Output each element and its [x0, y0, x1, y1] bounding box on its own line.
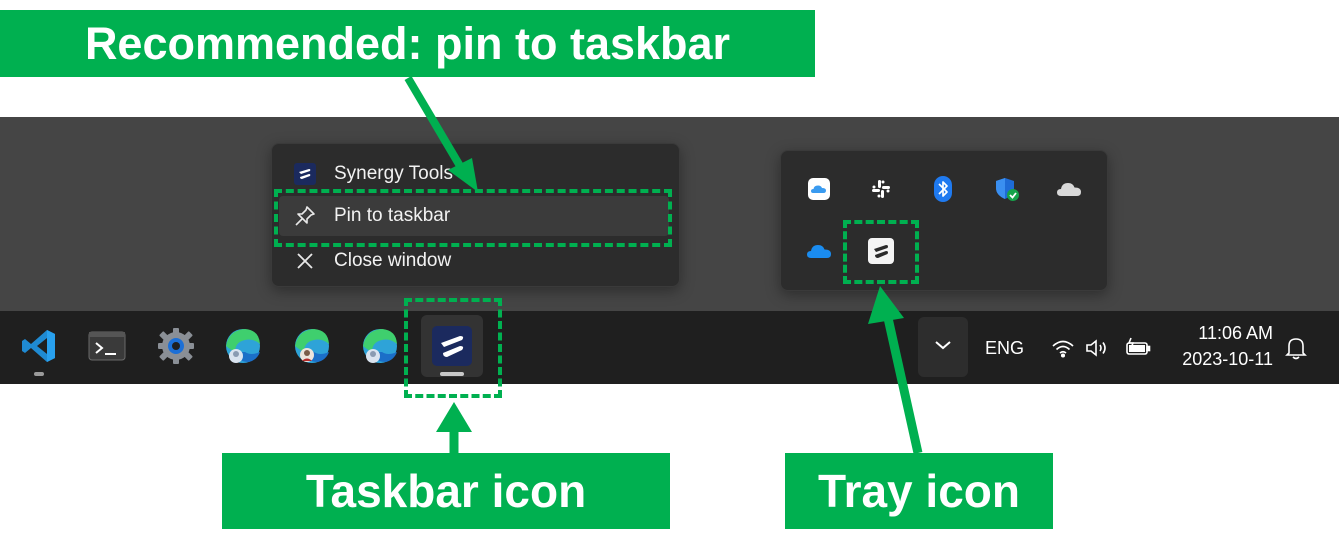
- vscode-running-indicator: [34, 372, 44, 376]
- bluetooth-icon[interactable]: [929, 175, 957, 203]
- clock-date[interactable]: 2023-10-11: [1182, 349, 1273, 369]
- tray-icon-banner: Tray icon: [785, 453, 1053, 529]
- pin-row-highlight: [279, 196, 669, 236]
- synergy-tray-icon[interactable]: [867, 237, 895, 265]
- close-window-menu-item[interactable]: Close window: [292, 244, 451, 278]
- taskbar-icon-highlight-box: [404, 298, 502, 398]
- arrow-to-pin: [404, 75, 478, 192]
- show-hidden-icons-button[interactable]: [918, 317, 968, 377]
- jump-list-app-name: Synergy Tools: [334, 163, 453, 184]
- jump-list-app-title[interactable]: Synergy Tools: [292, 157, 453, 191]
- onedrive-icon[interactable]: [805, 237, 833, 265]
- clock-time[interactable]: 11:06 AM: [1198, 323, 1273, 343]
- arrow-to-taskbar-icon: [436, 402, 472, 453]
- pin-highlight-box: [274, 189, 672, 247]
- vscode-icon[interactable]: [14, 320, 64, 372]
- tray-overflow-flyout: [780, 150, 1108, 291]
- battery-icon[interactable]: [1122, 336, 1152, 358]
- recommended-banner: Recommended: pin to taskbar: [0, 10, 815, 77]
- taskbar: [0, 311, 1339, 384]
- terminal-icon[interactable]: [82, 320, 132, 372]
- notification-bell-icon[interactable]: [1283, 334, 1309, 362]
- edge-profile-2-icon[interactable]: [287, 320, 337, 372]
- settings-icon[interactable]: [151, 320, 201, 372]
- tray-icon-banner-text: Tray icon: [818, 465, 1020, 517]
- edge-profile-3-icon[interactable]: [355, 320, 405, 372]
- arrow-to-tray-icon: [868, 286, 923, 454]
- synergy-active-indicator: [440, 372, 464, 376]
- pin-to-taskbar-menu-item[interactable]: Pin to taskbar: [292, 199, 450, 233]
- windows-security-icon[interactable]: [993, 175, 1021, 203]
- taskbar-icon-banner: Taskbar icon: [222, 453, 670, 529]
- chevron-up-icon: [934, 338, 952, 356]
- synergy-taskbar-icon[interactable]: [421, 315, 483, 377]
- icloud-icon[interactable]: [805, 175, 833, 203]
- wifi-icon[interactable]: [1050, 337, 1076, 359]
- onedrive-personal-icon[interactable]: [1055, 175, 1083, 203]
- close-window-label: Close window: [334, 250, 452, 271]
- slack-icon[interactable]: [867, 175, 895, 203]
- synergy-icon: [292, 161, 318, 187]
- pin-icon: [292, 203, 318, 229]
- edge-profile-1-icon[interactable]: [218, 320, 268, 372]
- close-icon: [292, 248, 318, 274]
- taskbar-jump-list: Synergy Tools Pin to taskbar Close windo…: [271, 143, 680, 287]
- pin-to-taskbar-label: Pin to taskbar: [334, 205, 451, 226]
- volume-icon[interactable]: [1085, 337, 1111, 359]
- taskbar-icon-banner-text: Taskbar icon: [305, 465, 587, 517]
- language-indicator[interactable]: ENG: [985, 338, 1025, 358]
- tray-icon-highlight-box: [843, 220, 919, 284]
- recommended-banner-text: Recommended: pin to taskbar: [84, 17, 731, 69]
